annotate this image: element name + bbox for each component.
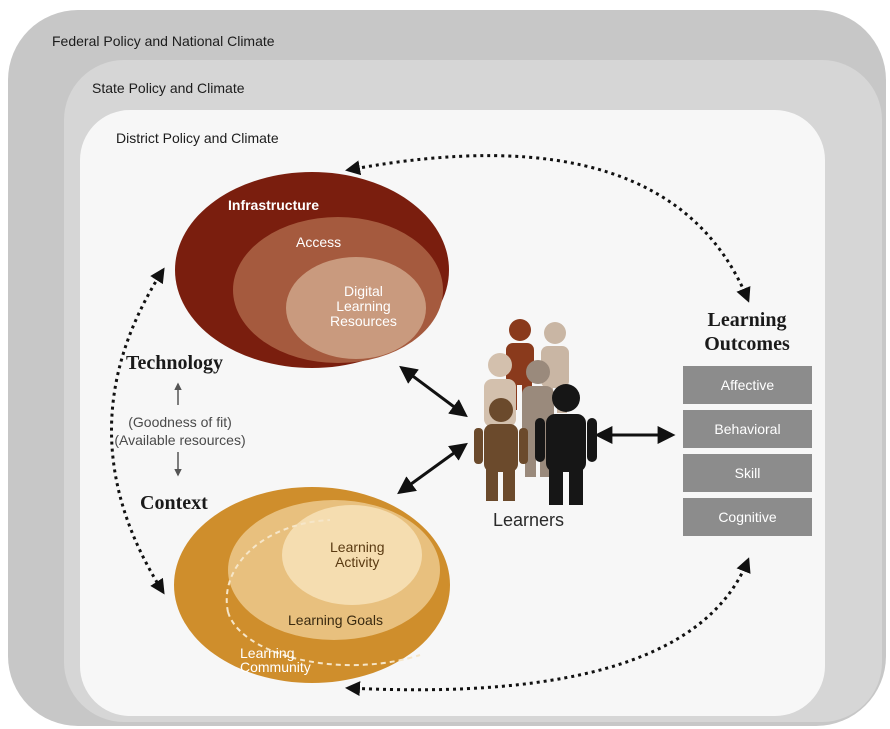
outcome-affective: Affective [683, 366, 812, 404]
state-policy-label: State Policy and Climate [92, 80, 245, 96]
learning-outcomes-title: Learning Outcomes [704, 309, 790, 355]
learners-label: Learners [493, 510, 565, 530]
arrow-context-learners [397, 442, 468, 495]
learning-activity-label: Learning Activity [330, 539, 385, 570]
learning-goals-label: Learning Goals [288, 612, 383, 628]
available-resources-label: (Available resources) [114, 432, 246, 448]
technology-title: Technology [126, 352, 224, 374]
infrastructure-label: Infrastructure [228, 197, 320, 213]
community-dashed-boundary-2 [227, 611, 421, 667]
outcome-cognitive: Cognitive [683, 498, 812, 536]
learners-icon [474, 319, 597, 505]
goodness-of-fit-label: (Goodness of fit) [128, 414, 232, 430]
digital-resources-label: Digital Learning Resources [330, 283, 397, 329]
context-title: Context [140, 492, 208, 514]
dotted-arrow-left [110, 267, 165, 595]
dotted-arrow-top [345, 154, 751, 303]
outcome-behavioral: Behavioral [683, 410, 812, 448]
community-dashed-boundary [225, 519, 331, 613]
outcome-skill: Skill [683, 454, 812, 492]
learning-community-label: Learning Community [240, 645, 311, 675]
district-policy-label: District Policy and Climate [116, 130, 279, 146]
arrow-technology-learners [399, 365, 468, 418]
dotted-arrow-bottom [345, 557, 751, 697]
federal-policy-label: Federal Policy and National Climate [52, 33, 275, 49]
access-label: Access [296, 234, 342, 250]
